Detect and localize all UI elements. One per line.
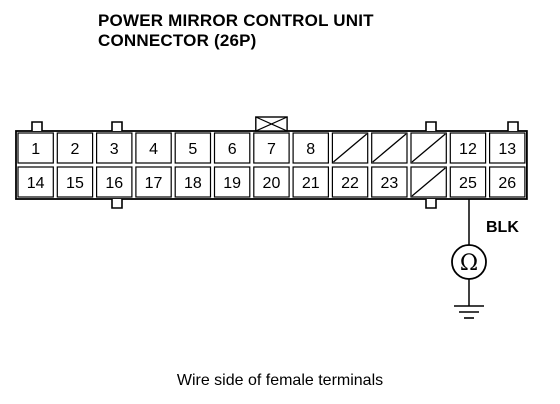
pin-number: 25: [459, 175, 477, 192]
pin-cell: [489, 166, 526, 198]
pin-number: 14: [27, 175, 45, 192]
connector-tab-top: [507, 121, 519, 131]
pin-number: 16: [105, 175, 123, 192]
pin-cell: [292, 132, 330, 164]
pin-number: 17: [145, 175, 163, 192]
connector-key-cross: [255, 116, 288, 132]
pin-number: 22: [341, 175, 359, 192]
pin-number: 12: [459, 141, 477, 158]
pin-cell: [95, 166, 133, 198]
connector-tab-top: [31, 121, 43, 131]
ground-icon: [454, 305, 484, 319]
pin-cell: [449, 166, 487, 198]
pin-number: 4: [149, 141, 158, 158]
pin-cell: [371, 166, 408, 198]
pin-cell: [56, 166, 94, 198]
pin-number: 5: [188, 141, 197, 158]
diagram-title-line1: POWER MIRROR CONTROL UNIT: [98, 11, 374, 30]
ohm-symbol: Ω: [460, 251, 478, 276]
pin-cell: [292, 166, 330, 198]
pin-cell: [17, 132, 54, 164]
pin-cell: [17, 166, 54, 198]
pin-cell: [135, 132, 172, 164]
pin-number: 21: [302, 175, 320, 192]
pin-cell: [174, 132, 212, 164]
unused-terminal-slash: [372, 133, 407, 163]
pin-cell: [95, 132, 133, 164]
pin-number: 3: [110, 141, 119, 158]
pin-number: 7: [267, 141, 276, 158]
pin-number: 18: [184, 175, 202, 192]
connector-tab-top: [425, 121, 437, 131]
pin-number: 15: [66, 175, 84, 192]
pin-cell: [213, 132, 251, 164]
connector-tab-bottom: [111, 199, 123, 209]
pin-number: 1: [31, 141, 40, 158]
connector-tab-bottom: [425, 199, 437, 209]
pin-cell: [489, 132, 526, 164]
pin-number: 2: [70, 141, 79, 158]
connector-tab-top: [111, 121, 123, 131]
pin-number: 8: [306, 141, 315, 158]
pin-number: 6: [228, 141, 237, 158]
pin-cell: [253, 166, 290, 198]
unused-terminal-slash: [411, 167, 446, 197]
pin-cell: [174, 166, 212, 198]
unused-terminal-slash: [411, 133, 446, 163]
pin-cell: [331, 166, 369, 198]
wire-color-label: BLK: [486, 219, 519, 236]
pin-number: 19: [223, 175, 241, 192]
pin-cell: [135, 166, 172, 198]
pin-number: 26: [498, 175, 516, 192]
pin-cell: [253, 132, 290, 164]
pin-number: 23: [380, 175, 398, 192]
unused-terminal-slash: [332, 133, 368, 163]
diagram-title-line2: CONNECTOR (26P): [98, 31, 257, 50]
pin-number: 20: [263, 175, 281, 192]
pin-cell: [213, 166, 251, 198]
pin-cell: [449, 132, 487, 164]
diagram-caption: Wire side of female terminals: [176, 372, 384, 389]
pin-number: 13: [498, 141, 516, 158]
pin-cell: [56, 132, 94, 164]
